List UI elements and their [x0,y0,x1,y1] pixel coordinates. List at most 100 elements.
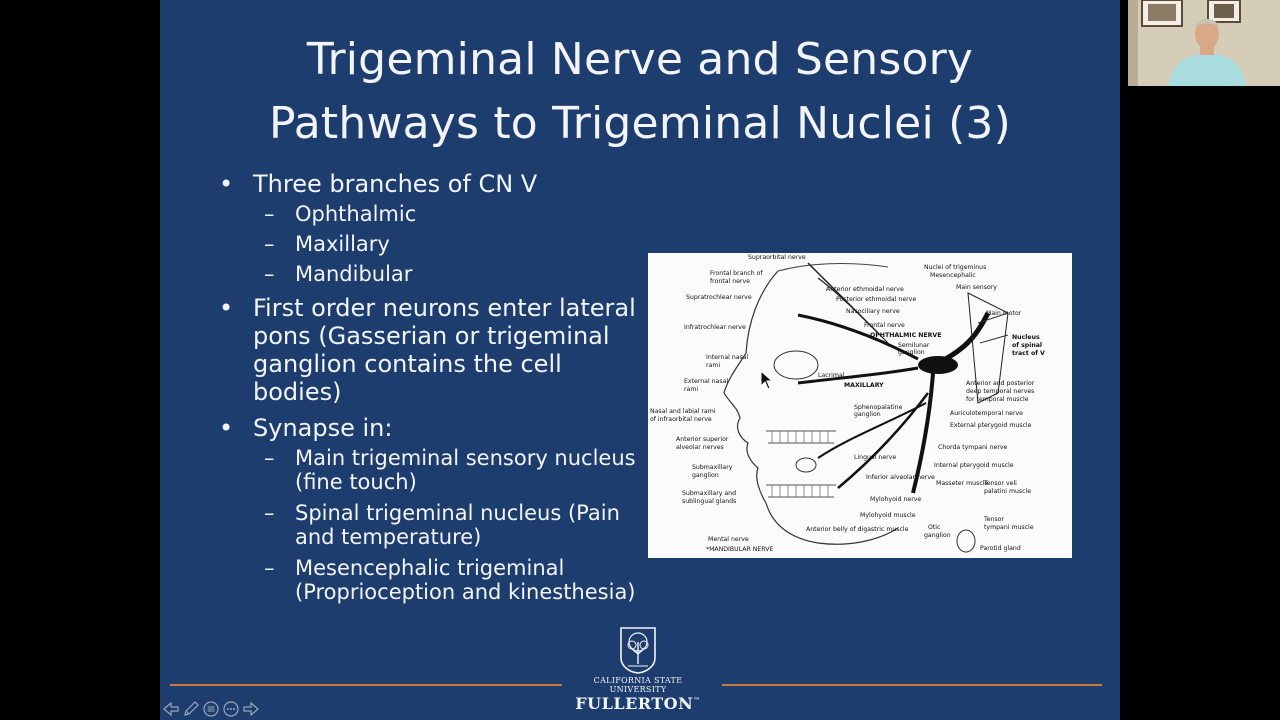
bullet-text: Synapse in: [253,414,393,442]
diagram-label: Nucleus [1012,334,1040,341]
sub-bullet-spinal: Spinal trigeminal nucleus (Pain and temp… [253,501,656,549]
logo-campus-text: FULLERTON™ [568,694,708,713]
diagram-label: ganglion [692,472,719,479]
slide: Trigeminal Nerve and Sensory Pathways to… [160,0,1120,720]
footer-rule-left [170,684,562,686]
logo-campus-name: FULLERTON [575,694,694,713]
presenter-video-image [1128,0,1280,86]
diagram-label: Internal nasal [706,354,749,361]
sub-bullet-mandibular: Mandibular [253,262,656,286]
mouse-cursor-icon [760,370,774,390]
sub-bullet-text-line-2: and temperature) [295,525,482,549]
diagram-label: rami [684,386,698,393]
arrow-right-icon[interactable] [242,700,260,718]
diagram-label: MAXILLARY [844,382,884,389]
diagram-label: Semilunar [898,342,930,349]
tree-shield-icon [620,627,656,674]
diagram-label: External pterygoid muscle [950,422,1032,429]
slide-title: Trigeminal Nerve and Sensory Pathways to… [160,28,1120,156]
diagram-label: Internal pterygoid muscle [934,462,1014,469]
diagram-label: tympani muscle [984,524,1034,531]
diagram-label: of infraorbital nerve [650,416,712,423]
diagram-label: Inferior alveolar nerve [866,474,935,481]
diagram-label: of spinal [1012,342,1042,349]
more-icon[interactable] [222,700,240,718]
diagram-label: Mesencephalic [930,272,976,279]
sub-bullet-text-line-1: Main trigeminal sensory nucleus [295,446,636,470]
csuf-logo: CALIFORNIA STATE UNIVERSITY FULLERTON™ [568,624,708,713]
sub-bullet-text-line-2: (fine touch) [295,470,417,494]
sub-bullet-list: Ophthalmic Maxillary Mandibular [253,202,656,286]
menu-icon[interactable] [202,700,220,718]
diagram-label: Anterior superior [676,436,729,443]
diagram-label: Posterior ethmoidal nerve [836,296,916,303]
bullet-list: Three branches of CN V Ophthalmic Maxill… [216,170,656,612]
footer-rule-right [722,684,1102,686]
diagram-label: Submaxillary and [682,490,736,497]
bullet-first-order-neurons: First order neurons enter lateral pons (… [216,294,656,406]
sub-bullet-text-line-1: Mesencephalic trigeminal [295,556,565,580]
diagram-label: alveolar nerves [676,444,724,451]
diagram-label: Sphenopalatine [854,404,903,411]
sub-bullet-text: Maxillary [295,232,390,256]
logo-university-text: CALIFORNIA STATE UNIVERSITY [593,676,683,694]
diagram-label: ganglion [854,411,881,418]
slideshow-nav-toolbar [162,700,260,720]
diagram-label: Nuclei of trigeminus [924,264,986,271]
sub-bullet-ophthalmic: Ophthalmic [253,202,656,226]
diagram-label: ganglion [898,349,925,356]
diagram-label: Submaxillary [692,464,733,471]
diagram-label: Mylohyoid nerve [870,496,921,503]
diagram-label: Tensor [983,516,1004,523]
diagram-label: Supratrochlear nerve [686,294,752,301]
diagram-label: Main sensory [956,284,997,291]
sub-bullet-mesencephalic: Mesencephalic trigeminal (Proprioception… [253,556,656,604]
diagram-label: OPHTHALMIC NERVE [870,332,941,339]
diagram-label: sublingual glands [682,498,736,505]
diagram-label: palatini muscle [984,488,1031,495]
sub-bullet-maxillary: Maxillary [253,232,656,256]
diagram-label: Mental nerve [708,536,749,543]
presenter-webcam [1128,0,1280,86]
diagram-label: Lingual nerve [854,454,896,461]
sub-bullet-text: Ophthalmic [295,202,417,226]
diagram-label: Otic [928,524,941,531]
diagram-label: Nasociliary nerve [846,308,900,315]
diagram-label: frontal nerve [710,278,750,285]
diagram-label: Frontal nerve [864,322,905,329]
diagram-label: tract of V [1012,350,1045,357]
title-line-2: Pathways to Trigeminal Nuclei (3) [268,98,1011,149]
diagram-label: *MANDIBULAR NERVE [706,546,773,553]
diagram-svg: Supraorbital nerve Frontal branch of fro… [650,254,1045,553]
diagram-label: Mylohyoid muscle [860,512,916,519]
diagram-label: Anterior ethmoidal nerve [826,286,904,293]
bullet-text: Three branches of CN V [253,170,538,198]
arrow-left-icon[interactable] [162,700,180,718]
diagram-label: Auriculotemporal nerve [950,410,1023,417]
sub-bullet-main-sensory: Main trigeminal sensory nucleus (fine to… [253,446,656,494]
bullet-text-line-3: ganglion contains the cell bodies) [253,350,562,406]
diagram-label: Masseter muscle [936,480,988,487]
bullet-synapse-in: Synapse in: Main trigeminal sensory nucl… [216,414,656,604]
trigeminal-nerve-diagram: Supraorbital nerve Frontal branch of fro… [648,253,1072,558]
title-line-1: Trigeminal Nerve and Sensory [306,34,974,85]
diagram-label: Tensor veli [983,480,1017,487]
diagram-label: External nasal [684,378,728,385]
diagram-label: Frontal branch of [710,270,763,277]
bullet-three-branches: Three branches of CN V Ophthalmic Maxill… [216,170,656,286]
diagram-label: Anterior and posterior [966,380,1035,387]
diagram-label: Main motor [986,310,1022,317]
diagram-label: Anterior belly of digastric muscle [806,526,909,533]
diagram-label: for temporal muscle [966,396,1029,403]
sub-bullet-text-line-2: (Proprioception and kinesthesia) [295,580,636,604]
diagram-label: ganglion [924,532,951,539]
bullet-text-line-2: pons (Gasserian or trigeminal [253,322,610,350]
logo-trademark: ™ [693,695,701,705]
diagram-label: Supraorbital nerve [748,254,806,261]
sub-bullet-text-line-1: Spinal trigeminal nucleus (Pain [295,501,620,525]
diagram-label: rami [706,362,720,369]
diagram-label: Parotid gland [980,545,1021,552]
pen-icon[interactable] [182,700,200,718]
diagram-label: Nasal and labial rami [650,408,716,415]
bullet-text-line-1: First order neurons enter lateral [253,294,636,322]
